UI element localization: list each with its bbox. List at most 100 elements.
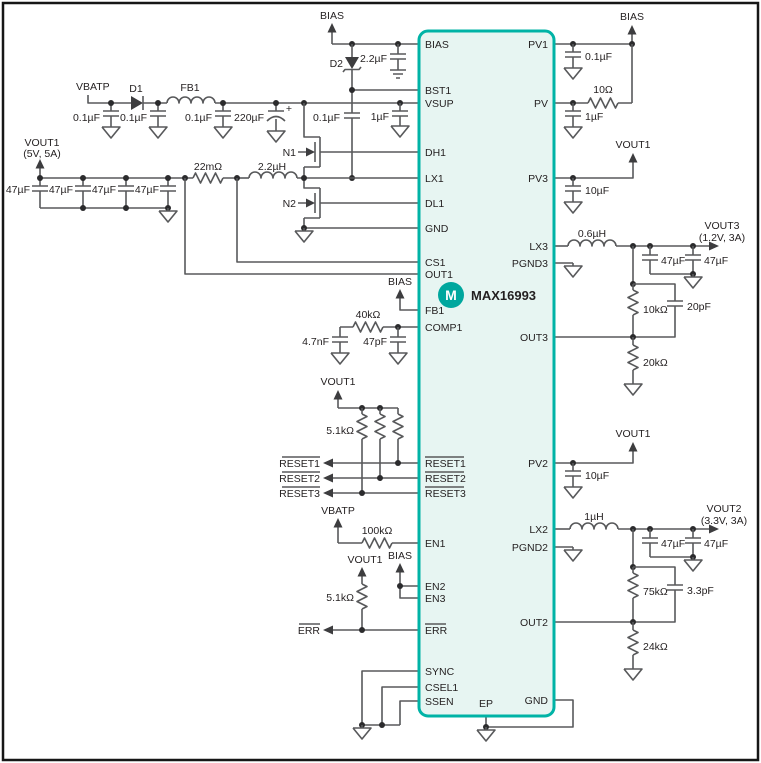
reset2-out-label: RESET2 bbox=[279, 473, 320, 485]
bias-en23-label: BIAS bbox=[388, 550, 412, 562]
r-en1-icon bbox=[337, 527, 419, 549]
c-ff2-label: 3.3pF bbox=[687, 585, 714, 597]
power-stage: N1 N2 2.2µH 22mΩ VOUT1 (5V, 5A) bbox=[6, 103, 419, 275]
c-vsup-label: 1µF bbox=[371, 111, 389, 123]
r-fb2-bot-icon bbox=[627, 622, 639, 666]
pin-csel1: CSEL1 bbox=[425, 682, 458, 694]
c-out2-1-label: 47µF bbox=[661, 538, 685, 550]
d2-label: D2 bbox=[330, 58, 344, 70]
pin-lx2: LX2 bbox=[529, 524, 548, 536]
pin-vsup: VSUP bbox=[425, 98, 454, 110]
c-out3-2-icon bbox=[685, 246, 701, 274]
c-out3-1-icon bbox=[642, 246, 658, 274]
ic-max16993: M MAX16993 BIAS BST1 VSUP DH1 LX1 DL1 GN… bbox=[417, 29, 556, 718]
pin-reset3: RESET3 bbox=[425, 488, 466, 500]
pin-reset2: RESET2 bbox=[425, 473, 466, 485]
pin-pgnd3: PGND3 bbox=[512, 258, 548, 270]
r-comp-icon bbox=[340, 321, 419, 333]
vout2-label: VOUT2 bbox=[706, 503, 741, 515]
r-fb2-bot-label: 24kΩ bbox=[643, 641, 668, 653]
pin-bst1: BST1 bbox=[425, 85, 451, 97]
pv3-section: VOUT1 10µF bbox=[554, 139, 651, 214]
bias-fb1-label: BIAS bbox=[388, 276, 412, 288]
r-fb3-bot-label: 20kΩ bbox=[643, 357, 668, 369]
c-out1-3-label: 47µF bbox=[92, 184, 116, 196]
compensation-section: BIAS 40kΩ 4.7nF 47pF bbox=[302, 276, 419, 365]
vbatp-en1-label: VBATP bbox=[321, 505, 355, 517]
r-err-icon bbox=[356, 576, 368, 630]
r-reset2-icon bbox=[374, 408, 386, 478]
c-out1-3-icon bbox=[118, 178, 134, 208]
chip-body bbox=[417, 29, 556, 718]
buck2-section: 1µH VOUT2 (3.3V, 3A) 47µF 47µF 75kΩ 3.3p… bbox=[554, 503, 747, 681]
r-reset-label: 5.1kΩ bbox=[326, 425, 354, 437]
c-out1-2-icon bbox=[75, 178, 91, 208]
reset1-out-label: RESET1 bbox=[279, 458, 320, 470]
r-en1-label: 100kΩ bbox=[362, 525, 393, 537]
pin-sync: SYNC bbox=[425, 666, 455, 678]
pin-lx3: LX3 bbox=[529, 241, 548, 253]
r-fb2-top-icon bbox=[627, 567, 639, 622]
c-out1-1-icon bbox=[32, 178, 48, 208]
c-out2-2-label: 47µF bbox=[704, 538, 728, 550]
buck3-section: 0.6µH VOUT3 (1.2V, 3A) 47µF 47µF 10kΩ 20… bbox=[554, 220, 745, 396]
r-sense-label: 22mΩ bbox=[194, 161, 222, 173]
c-pv1-icon bbox=[565, 44, 581, 65]
c-bias-cap-icon bbox=[390, 44, 406, 66]
vout3-spec-label: (1.2V, 3A) bbox=[699, 232, 745, 244]
bias-top-left-label: BIAS bbox=[320, 10, 344, 22]
input-stage: VBATP D1 FB1 0.1µF 0.1µF 0.1µF 220µF + bbox=[73, 81, 419, 143]
c-in2-cap-icon bbox=[150, 103, 166, 124]
c-comp-b-label: 47pF bbox=[363, 336, 387, 348]
pin-pgnd2: PGND2 bbox=[512, 542, 548, 554]
c-pv3-label: 10µF bbox=[585, 185, 609, 197]
n2-label: N2 bbox=[283, 198, 297, 210]
r-pv-label: 10Ω bbox=[593, 84, 613, 96]
c-out3-1-label: 47µF bbox=[661, 255, 685, 267]
c-out1-2-label: 47µF bbox=[49, 184, 73, 196]
maxim-logo-icon bbox=[438, 282, 464, 308]
c-bst-label: 0.1µF bbox=[313, 112, 340, 124]
pin-pv2: PV2 bbox=[528, 458, 548, 470]
r-fb2-top-label: 75kΩ bbox=[643, 586, 668, 598]
r-err-label: 5.1kΩ bbox=[326, 592, 354, 604]
vbatp-net-label: VBATP bbox=[76, 81, 110, 93]
fb1-label: FB1 bbox=[180, 82, 199, 94]
pin-out3: OUT3 bbox=[520, 332, 548, 344]
c-comp-a-icon bbox=[332, 327, 348, 350]
c-pv-label: 1µF bbox=[585, 111, 603, 123]
c-pv2-icon bbox=[565, 463, 581, 484]
pin-lx1: LX1 bbox=[425, 173, 444, 185]
vout2-spec-label: (3.3V, 3A) bbox=[701, 515, 747, 527]
vout1-pv2-label: VOUT1 bbox=[615, 428, 650, 440]
c-bulk-label: 220µF bbox=[234, 112, 264, 124]
r-comp-label: 40kΩ bbox=[356, 309, 381, 321]
c-bulk-cap-icon bbox=[266, 103, 286, 128]
r-reset1-icon bbox=[392, 408, 404, 463]
l2-label: 1µH bbox=[584, 511, 603, 523]
fb1-ferrite-icon bbox=[166, 96, 216, 104]
c-pv3-icon bbox=[565, 178, 581, 199]
c-vsup-cap-icon bbox=[392, 103, 408, 123]
pin-pv1: PV1 bbox=[528, 39, 548, 51]
enable-err-section: VBATP 100kΩ BIAS VOUT1 5.1kΩ ERR bbox=[298, 505, 419, 637]
ep-gnd-section bbox=[476, 699, 574, 742]
bias-bst-section: BIAS D2 0.1µF 2.2µF 1µF bbox=[313, 10, 419, 181]
pin-comp1: COMP1 bbox=[425, 322, 463, 334]
c-ff3-label: 20pF bbox=[687, 301, 711, 313]
pin-pv3: PV3 bbox=[528, 173, 548, 185]
pin-reset1: RESET1 bbox=[425, 458, 466, 470]
c-in3-label: 0.1µF bbox=[185, 112, 212, 124]
r-fb3-bot-icon bbox=[627, 337, 639, 381]
pin-cs1: CS1 bbox=[425, 257, 446, 269]
d1-diode-icon bbox=[131, 96, 143, 110]
pv2-section: VOUT1 10µF bbox=[554, 428, 651, 499]
pin-bias: BIAS bbox=[425, 39, 449, 51]
vout1-spec-label: (5V, 5A) bbox=[23, 148, 61, 160]
l3-inductor-icon bbox=[567, 239, 617, 247]
c-in1-label: 0.1µF bbox=[73, 112, 100, 124]
pin-ssen: SSEN bbox=[425, 696, 454, 708]
part-number: MAX16993 bbox=[471, 288, 536, 303]
